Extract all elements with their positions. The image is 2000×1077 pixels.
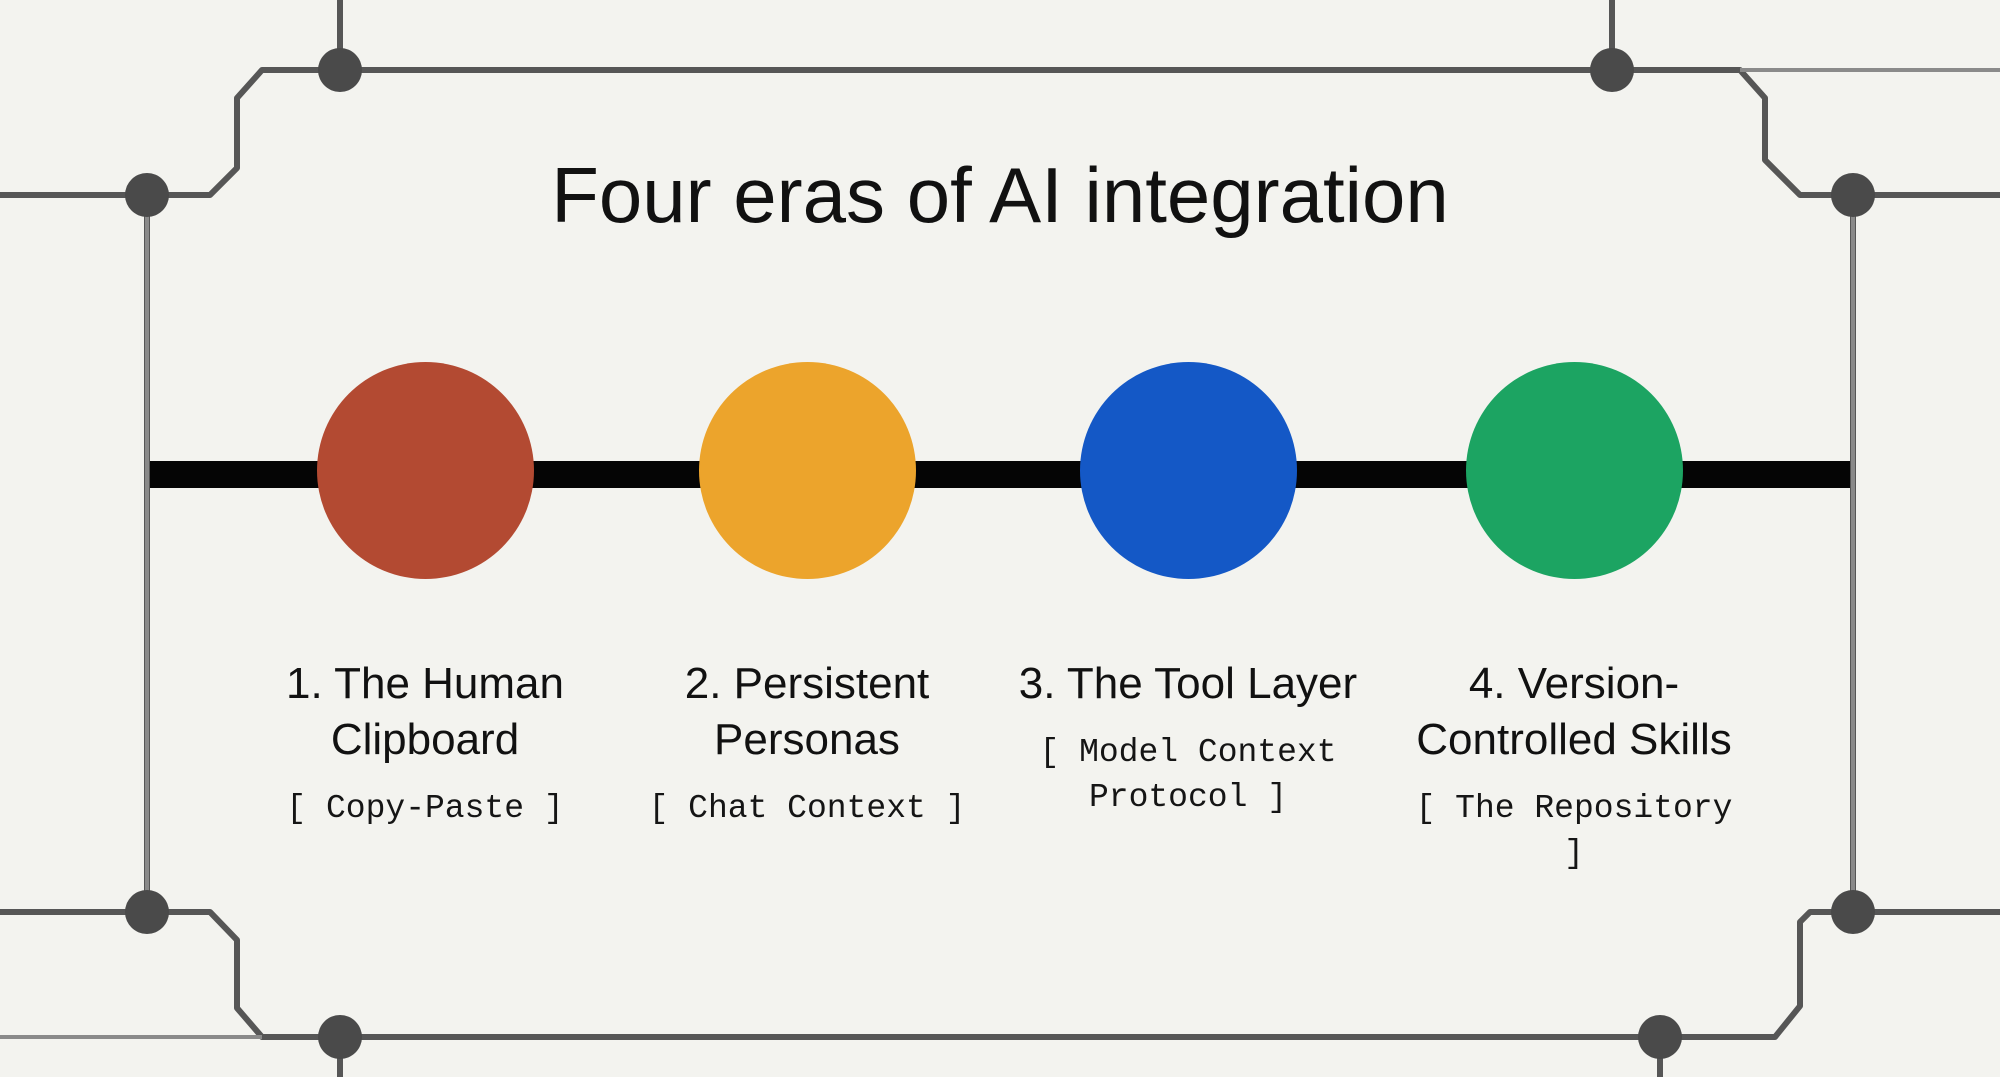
- era-2-subtitle: [ Chat Context ]: [648, 790, 966, 827]
- era-2-title: 2. Persistent Personas: [684, 659, 930, 764]
- era-1: 1. The Human Clipboard [ Copy-Paste ]: [255, 362, 595, 831]
- era-4-dot: [1465, 362, 1683, 579]
- era-4-subtitle: [ The Repository ]: [1415, 790, 1753, 872]
- era-3-title: 3. The Tool Layer: [1018, 659, 1358, 708]
- circuit-node: [318, 1015, 362, 1059]
- era-3-dot: [1079, 362, 1297, 579]
- circuit-node: [125, 890, 169, 934]
- circuit-node: [1831, 173, 1875, 217]
- era-1-title: 1. The Human Clipboard: [285, 659, 564, 764]
- era-4-title: 4. Version-Controlled Skills: [1416, 659, 1732, 764]
- circuit-node: [1638, 1015, 1682, 1059]
- era-2-dot: [698, 362, 916, 579]
- page-title: Four eras of AI integration: [551, 151, 1449, 239]
- circuit-node: [318, 48, 362, 92]
- circuit-node: [1831, 890, 1875, 934]
- era-3-subtitle: [ Model Context Protocol ]: [1039, 734, 1357, 816]
- era-2: 2. Persistent Personas [ Chat Context ]: [637, 362, 977, 831]
- era-3: 3. The Tool Layer [ Model Context Protoc…: [1018, 362, 1358, 820]
- era-1-dot: [316, 362, 534, 579]
- circuit-node: [1590, 48, 1634, 92]
- era-4: 4. Version-Controlled Skills [ The Repos…: [1404, 362, 1744, 876]
- circuit-node: [125, 173, 169, 217]
- era-1-subtitle: [ Copy-Paste ]: [286, 790, 564, 827]
